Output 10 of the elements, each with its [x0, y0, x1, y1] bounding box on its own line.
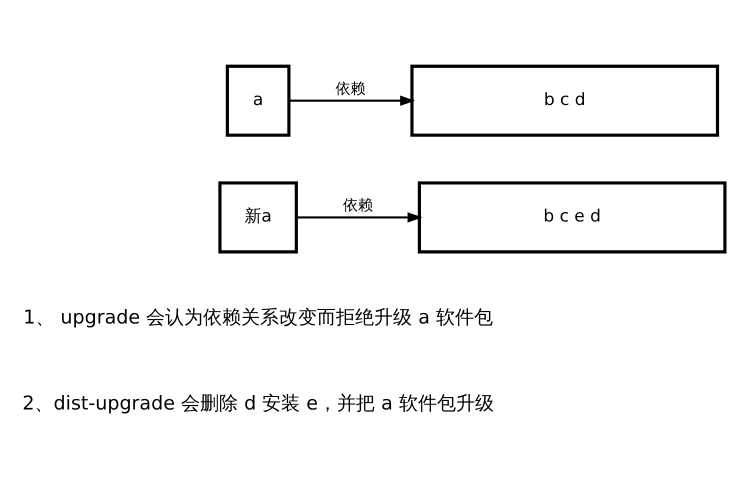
edge-label: 依赖 [335, 80, 366, 98]
edge-label: 依赖 [342, 196, 373, 214]
node-box: 新a [218, 181, 298, 254]
label: 2、dist-upgrade 会删除 d 安装 e，并把 a 软件包升级 [22, 391, 494, 414]
node-box: a [226, 64, 290, 137]
label: 1、 upgrade 会认为依赖关系改变而拒绝升级 a 软件包 [23, 305, 494, 328]
arrow [288, 96, 416, 106]
node-box: b c d [410, 64, 720, 137]
arrow [296, 212, 422, 223]
node-box: b c e d [418, 181, 727, 254]
